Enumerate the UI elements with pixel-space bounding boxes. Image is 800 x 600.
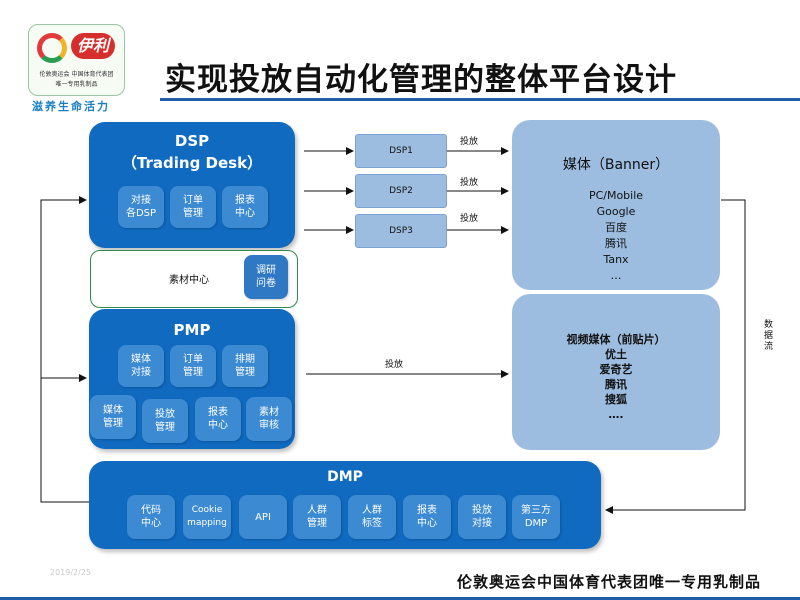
logo-slogan: 滋养生命活力 <box>32 100 110 113</box>
pmp-chip-schedule[interactable]: 排期 管理 <box>222 345 268 387</box>
media-video-panel: 视频媒体（前贴片） 优土 爱奇艺 腾讯 搜狐 …. <box>512 294 720 450</box>
logo-subtitle: 伦敦奥运会 中国体育代表团 <box>39 71 114 78</box>
arrow-dmp-to-dsp <box>40 196 89 503</box>
dsp2-box[interactable]: DSP2 <box>355 174 447 208</box>
survey-chip[interactable]: 调研 问卷 <box>244 255 288 299</box>
footer-bar <box>440 568 800 600</box>
material-center: 素材中心 调研 问卷 <box>90 250 298 308</box>
pmp-panel: PMP 媒体 对接 订单 管理 排期 管理 媒体 管理 投放 管理 报表 中心 … <box>89 309 295 449</box>
arrow-label-dsp2: 投放 <box>460 178 479 188</box>
media-item: …. <box>608 408 624 421</box>
page-title: 实现投放自动化管理的整体平台设计 <box>165 62 677 98</box>
media-banner-title: 媒体（Banner） <box>562 157 670 173</box>
footer-slogan: 伦敦奥运会中国体育代表团唯一专用乳制品 <box>457 573 762 591</box>
media-item: Tanx <box>603 253 629 266</box>
dsp-chip-connect[interactable]: 对接 各DSP <box>118 186 164 228</box>
media-item: 腾讯 <box>605 237 627 250</box>
title-divider <box>160 98 800 101</box>
brand-logo: 伊利 伦敦奥运会 中国体育代表团 唯一专用乳制品 滋养生命活力 <box>6 24 138 116</box>
arrow-data-flow-to-dmp <box>605 199 746 514</box>
dsp-panel: DSP （Trading Desk） 对接 各DSP 订单 管理 报表 中心 <box>89 122 295 248</box>
media-banner-list: PC/Mobile Google 百度 腾讯 Tanx … <box>512 188 720 284</box>
media-item: Google <box>596 205 636 218</box>
pmp-chip-media-connect[interactable]: 媒体 对接 <box>118 345 164 387</box>
arrow-label-dsp3: 投放 <box>460 214 479 224</box>
pmp-chip-order[interactable]: 订单 管理 <box>170 345 216 387</box>
media-item: 爱奇艺 <box>599 363 633 376</box>
pmp-chip-media-manage[interactable]: 媒体 管理 <box>90 395 136 439</box>
olympic-ring-icon <box>37 33 67 63</box>
dmp-chip-audience-tags[interactable]: 人群 标签 <box>348 495 396 539</box>
footer-date: 2019/2/25 <box>50 568 92 577</box>
media-item: 腾讯 <box>605 378 627 391</box>
media-banner-panel: 媒体（Banner） PC/Mobile Google 百度 腾讯 Tanx … <box>512 120 720 290</box>
dsp3-box[interactable]: DSP3 <box>355 214 447 248</box>
footer-rule <box>0 597 800 600</box>
dmp-chip-api[interactable]: API <box>239 495 287 539</box>
dsp-title: DSP <box>174 132 210 150</box>
dmp-chip-third-party[interactable]: 第三方 DMP <box>512 495 560 539</box>
logo-brand-text: 伊利 <box>71 33 115 59</box>
dsp-subtitle: （Trading Desk） <box>121 154 263 172</box>
data-flow-label: 数 据 流 <box>764 320 774 352</box>
dsp-chip-order[interactable]: 订单 管理 <box>170 186 216 228</box>
logo-subtitle-2: 唯一专用乳制品 <box>55 81 98 88</box>
media-item: 百度 <box>605 221 627 234</box>
arrow-label-dsp1: 投放 <box>460 137 479 147</box>
dsp-chip-report[interactable]: 报表 中心 <box>222 186 268 228</box>
pmp-title: PMP <box>173 321 211 339</box>
media-item: PC/Mobile <box>588 189 644 202</box>
media-video-title: 视频媒体（前贴片） <box>566 333 666 346</box>
media-item: 优土 <box>605 348 627 361</box>
dmp-chip-audience-manage[interactable]: 人群 管理 <box>293 495 341 539</box>
arrow-label-pmp: 投放 <box>385 360 404 370</box>
material-center-label: 素材中心 <box>169 275 209 286</box>
dmp-chip-cookie[interactable]: Cookie mapping <box>183 495 231 539</box>
pmp-chip-delivery[interactable]: 投放 管理 <box>142 399 188 443</box>
logo-badge: 伊利 伦敦奥运会 中国体育代表团 唯一专用乳制品 <box>28 24 125 96</box>
dmp-chip-code[interactable]: 代码 中心 <box>127 495 175 539</box>
pmp-chip-material-review[interactable]: 素材 审核 <box>246 397 292 441</box>
dmp-panel: DMP 代码 中心 Cookie mapping API 人群 管理 人群 标签… <box>89 461 601 549</box>
dmp-chip-report[interactable]: 报表 中心 <box>403 495 451 539</box>
dmp-chip-delivery[interactable]: 投放 对接 <box>458 495 506 539</box>
pmp-chip-report[interactable]: 报表 中心 <box>195 397 241 441</box>
dmp-title: DMP <box>327 469 363 485</box>
media-item: 搜狐 <box>605 393 627 406</box>
media-video-list: 视频媒体（前贴片） 优土 爱奇艺 腾讯 搜狐 …. <box>512 332 720 422</box>
media-item: … <box>610 269 622 282</box>
dsp1-box[interactable]: DSP1 <box>355 134 447 168</box>
